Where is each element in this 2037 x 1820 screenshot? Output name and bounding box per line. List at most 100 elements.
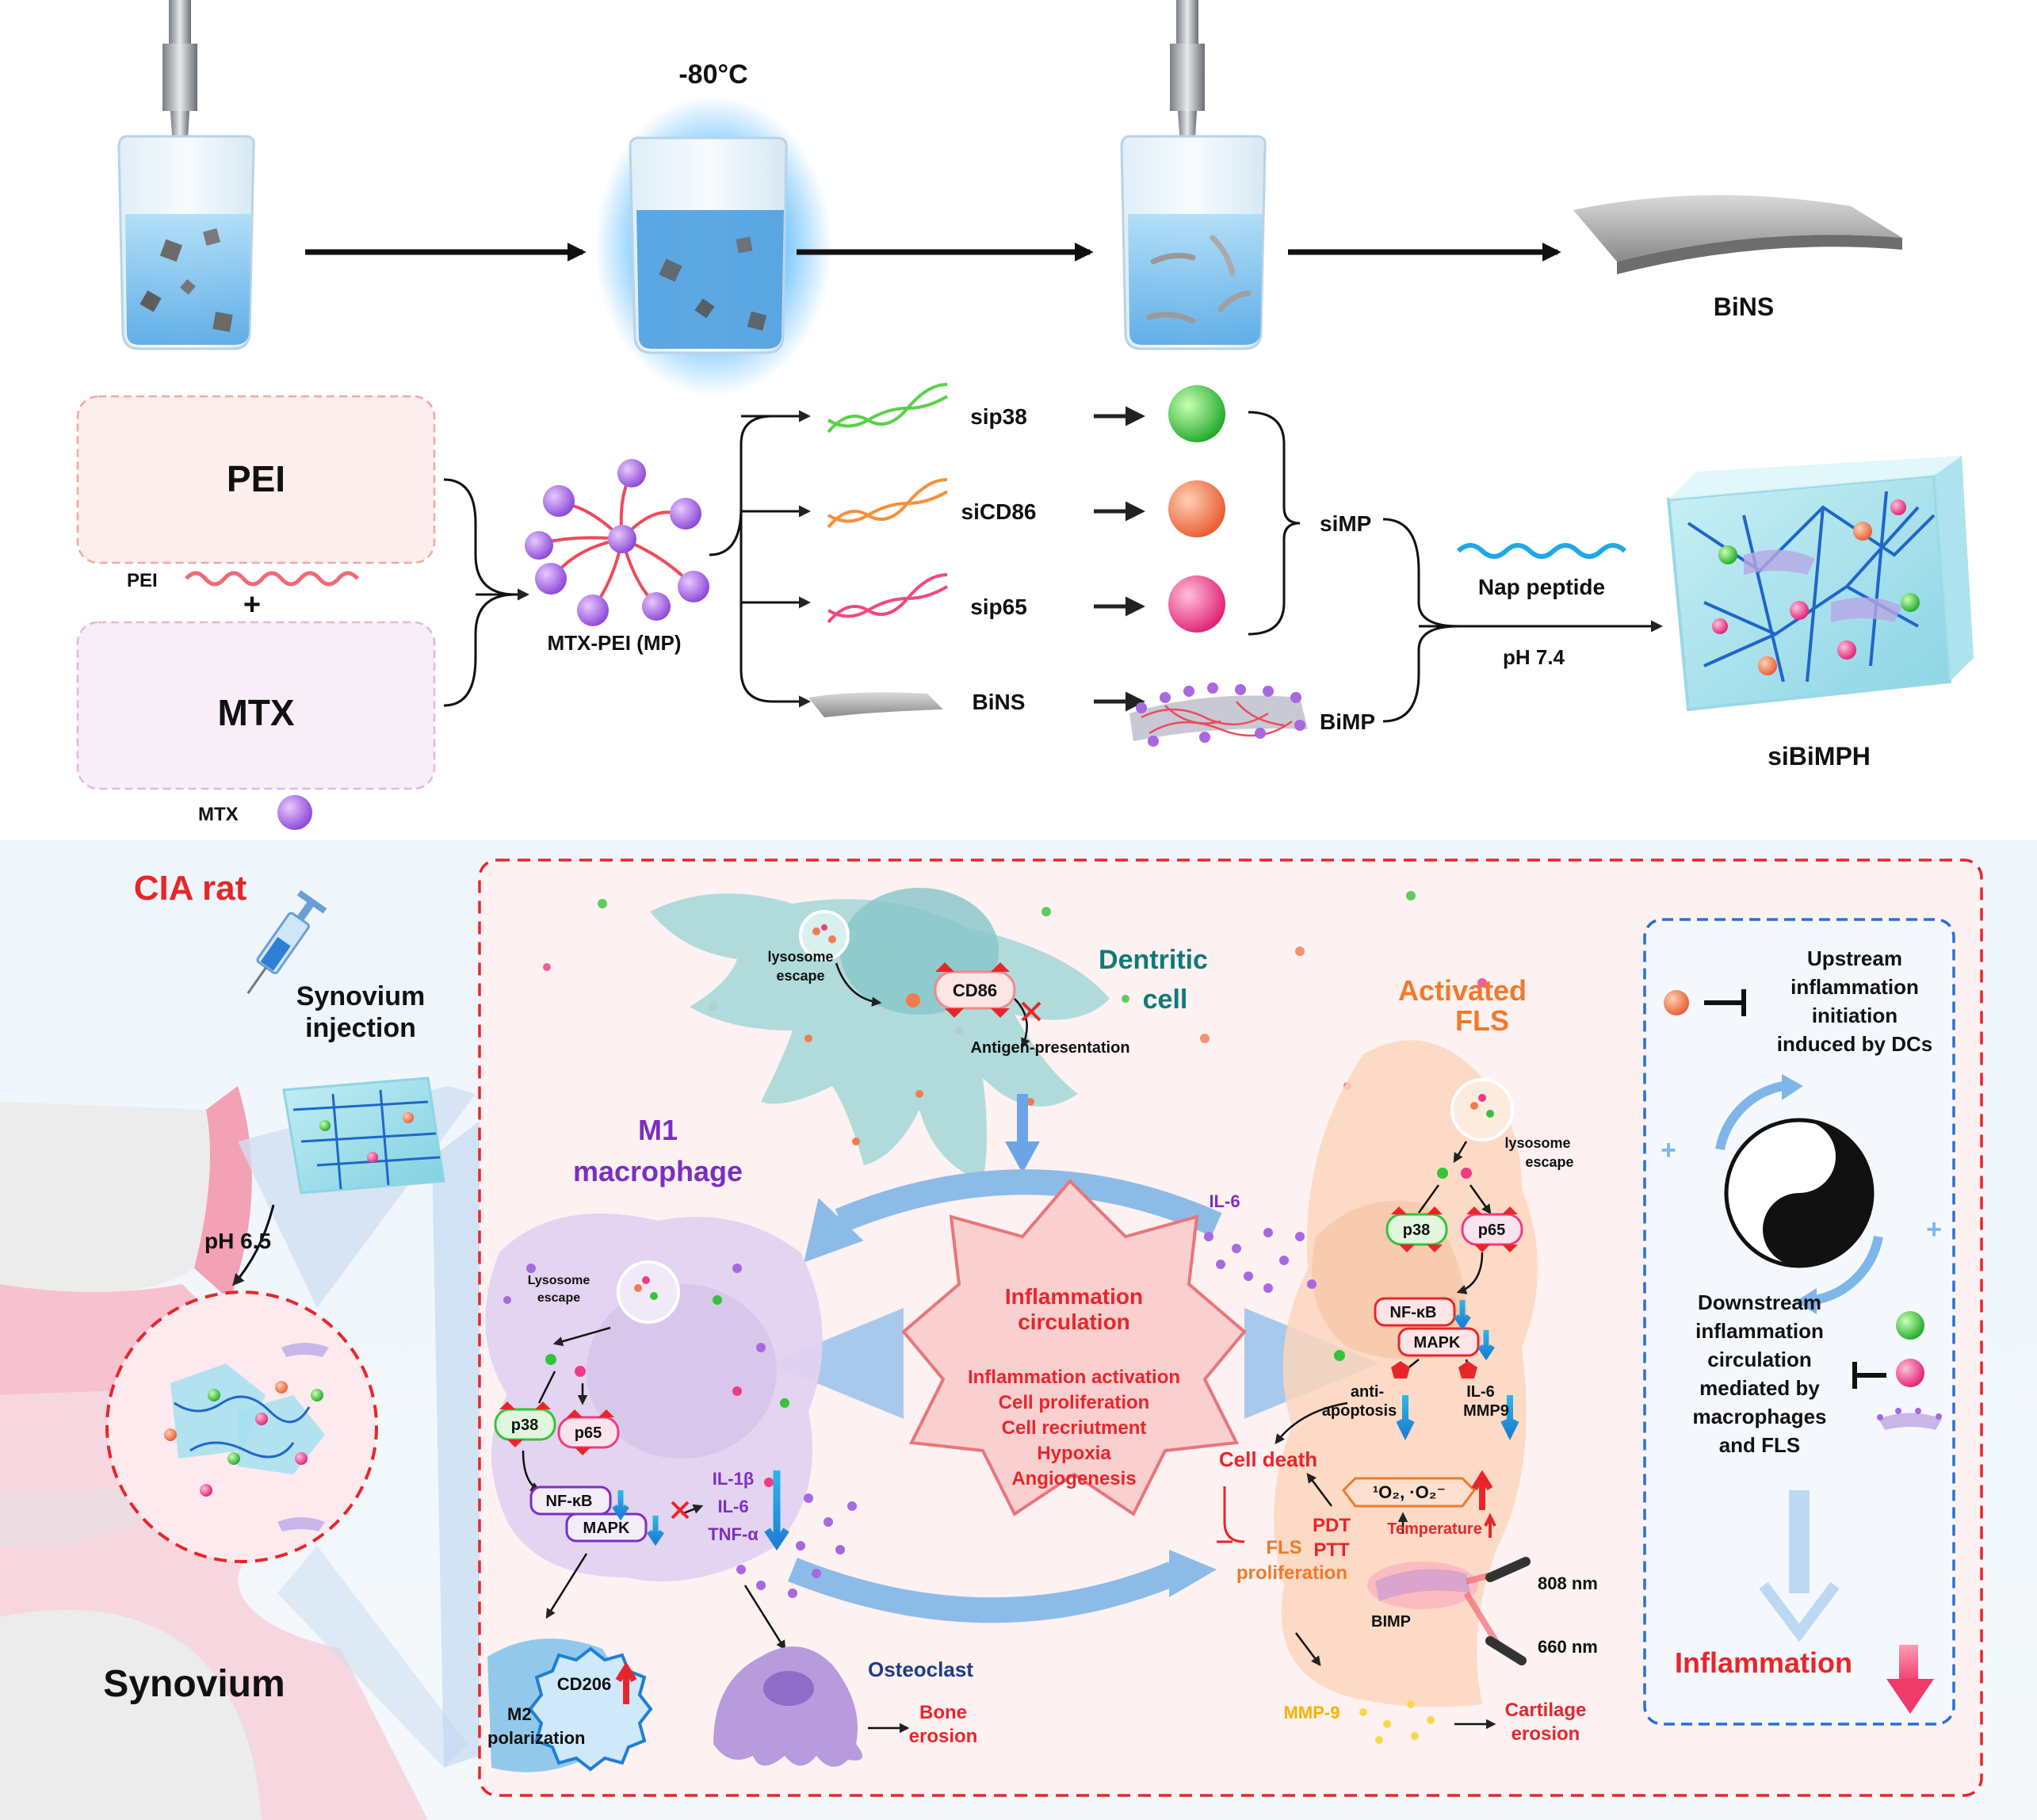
osteoclast-label: Osteoclast: [868, 1658, 973, 1681]
anti-apoptosis-label: apoptosis: [1322, 1402, 1397, 1420]
m1-macrophage-cell: [485, 1214, 823, 1581]
bins-sheet: [1573, 195, 1902, 274]
nap-peptide-label: Nap peptide: [1478, 575, 1605, 599]
branch-label: siCD86: [961, 499, 1037, 524]
cytokine-label: IL-6: [717, 1497, 748, 1516]
cytokine-label: TNF-α: [708, 1524, 759, 1544]
center-item: Cell recriutment: [1002, 1417, 1147, 1439]
green-bead-icon: [1896, 1311, 1924, 1340]
upstream-label: initiation: [1812, 1004, 1898, 1027]
pdt-label: PDT: [1313, 1515, 1351, 1536]
nfkb-box: [529, 1485, 612, 1516]
bins-label: BiNS: [1714, 292, 1774, 321]
downstream-label: mediated by: [1699, 1376, 1820, 1400]
laser-808-label: 808 nm: [1538, 1573, 1598, 1593]
p38-label: p38: [1403, 1222, 1430, 1239]
nfkb-box: [1374, 1297, 1456, 1327]
plus-sign: +: [243, 588, 261, 621]
ph74-label: pH 7.4: [1503, 645, 1565, 669]
sip65-helix-icon: [827, 573, 949, 624]
nap-peptide-icon: [1456, 543, 1627, 559]
sip65-nanoparticle: [1168, 575, 1225, 633]
cell-death-label: Cell death: [1219, 1447, 1317, 1471]
pei-box-label: PEI: [227, 458, 285, 499]
center-item: Inflammation activation: [968, 1367, 1180, 1388]
dc-name: cell: [1143, 985, 1188, 1015]
sip38-nanoparticle: [1168, 385, 1225, 442]
cytokine-particles: [736, 1493, 857, 1598]
antigen-presentation-label: Antigen-presentation: [970, 1039, 1129, 1057]
center-title: Inflammation: [1005, 1284, 1143, 1309]
beaker-sonication-2: [1120, 0, 1267, 350]
lysosome-icon: [1450, 1078, 1514, 1141]
m1-name: macrophage: [573, 1155, 743, 1187]
upstream-label: inflammation: [1790, 975, 1919, 999]
bimp-fls-label: BIMP: [1371, 1613, 1411, 1631]
fls-name: FLS: [1455, 1004, 1509, 1037]
downstream-label: inflammation: [1695, 1319, 1824, 1343]
orange-bead-icon: [1664, 990, 1689, 1015]
fabrication-row: -80°C BiNS: [117, 0, 1902, 396]
simp-label: siMP: [1320, 511, 1371, 536]
m2-label: polarization: [487, 1728, 585, 1748]
temperature-label: -80°C: [678, 59, 747, 90]
mtx-pei-complex-icon: [525, 459, 709, 626]
lysosome-icon: [617, 1260, 680, 1324]
fls-cell: [1274, 1040, 1538, 1744]
cd86-receptor: [934, 970, 1016, 1010]
synovium-label: Synovium: [103, 1663, 285, 1705]
il6-label: IL-6: [1209, 1191, 1240, 1211]
dc-lysosome-label: escape: [776, 968, 824, 984]
beaker-frozen: [594, 95, 832, 396]
il6-particles: [1204, 1228, 1317, 1293]
mp-label: MTX-PEI (MP): [548, 631, 682, 655]
pink-bead-icon: [1896, 1359, 1924, 1387]
ros-label: ¹O₂, ·O₂⁻: [1373, 1482, 1446, 1502]
ptt-label: PTT: [1313, 1539, 1350, 1561]
downstream-label: and FLS: [1719, 1433, 1801, 1457]
sicd86-helix-icon: [827, 478, 949, 529]
fls-proliferation-label: proliferation: [1236, 1562, 1347, 1584]
plus-sign: +: [1926, 1214, 1942, 1245]
sicd86-nanoparticle: [1168, 480, 1225, 537]
inhibit-icon: [1852, 1362, 1886, 1389]
inflammation-circulation-star: [901, 1179, 1247, 1516]
center-title: circulation: [1018, 1310, 1130, 1334]
upstream-label: Upstream: [1807, 946, 1902, 970]
dc-lysosome-label: lysosome: [767, 949, 833, 965]
m2-label: M2: [507, 1704, 532, 1724]
p65-label: p65: [1478, 1222, 1505, 1239]
joint-panel: CIA rat Synovium injection: [0, 869, 515, 1820]
center-item: Hypoxia: [1037, 1443, 1111, 1464]
sibimph-label: siBiMPH: [1768, 742, 1871, 770]
bone-erosion-label: erosion: [909, 1726, 978, 1747]
mtx-box: [76, 621, 436, 790]
temperature-label: Temperature: [1387, 1520, 1482, 1538]
plus-sign: +: [1661, 1135, 1676, 1165]
branch-label: sip65: [970, 595, 1027, 619]
sibimph-hydrogel-icon: [1666, 456, 1974, 712]
nfkb-label: NF-κB: [546, 1493, 593, 1510]
dc-name: Dentritic: [1099, 945, 1208, 975]
pei-chain-icon: [185, 571, 359, 587]
cartilage-erosion-label: erosion: [1512, 1723, 1580, 1745]
fls-lysosome-label: lysosome: [1504, 1135, 1570, 1151]
yin-yang-icon: [1715, 1074, 1883, 1314]
anti-apoptosis-label: anti-: [1351, 1383, 1384, 1401]
p38-label: p38: [511, 1417, 538, 1434]
mtx-legend-label: MTX: [198, 804, 239, 825]
laser-808-icon: [1485, 1557, 1531, 1582]
fls-lysosome-label: escape: [1525, 1154, 1573, 1170]
cartilage-erosion-label: Cartilage: [1505, 1700, 1587, 1721]
p38-receptor: [1385, 1206, 1448, 1252]
p65-receptor: [1461, 1206, 1523, 1252]
upstream-label: induced by DCs: [1777, 1032, 1932, 1056]
injected-hydrogel-icon: [282, 1076, 445, 1195]
p65-label: p65: [575, 1424, 602, 1442]
cia-rat-label: CIA rat: [134, 869, 247, 908]
bone-erosion-label: Bone: [919, 1702, 967, 1723]
fls-mmp9-label: MMP9: [1463, 1402, 1509, 1420]
p65-receptor: [557, 1409, 620, 1455]
mapk-box: [565, 1512, 648, 1543]
p38-receptor: [494, 1401, 556, 1447]
